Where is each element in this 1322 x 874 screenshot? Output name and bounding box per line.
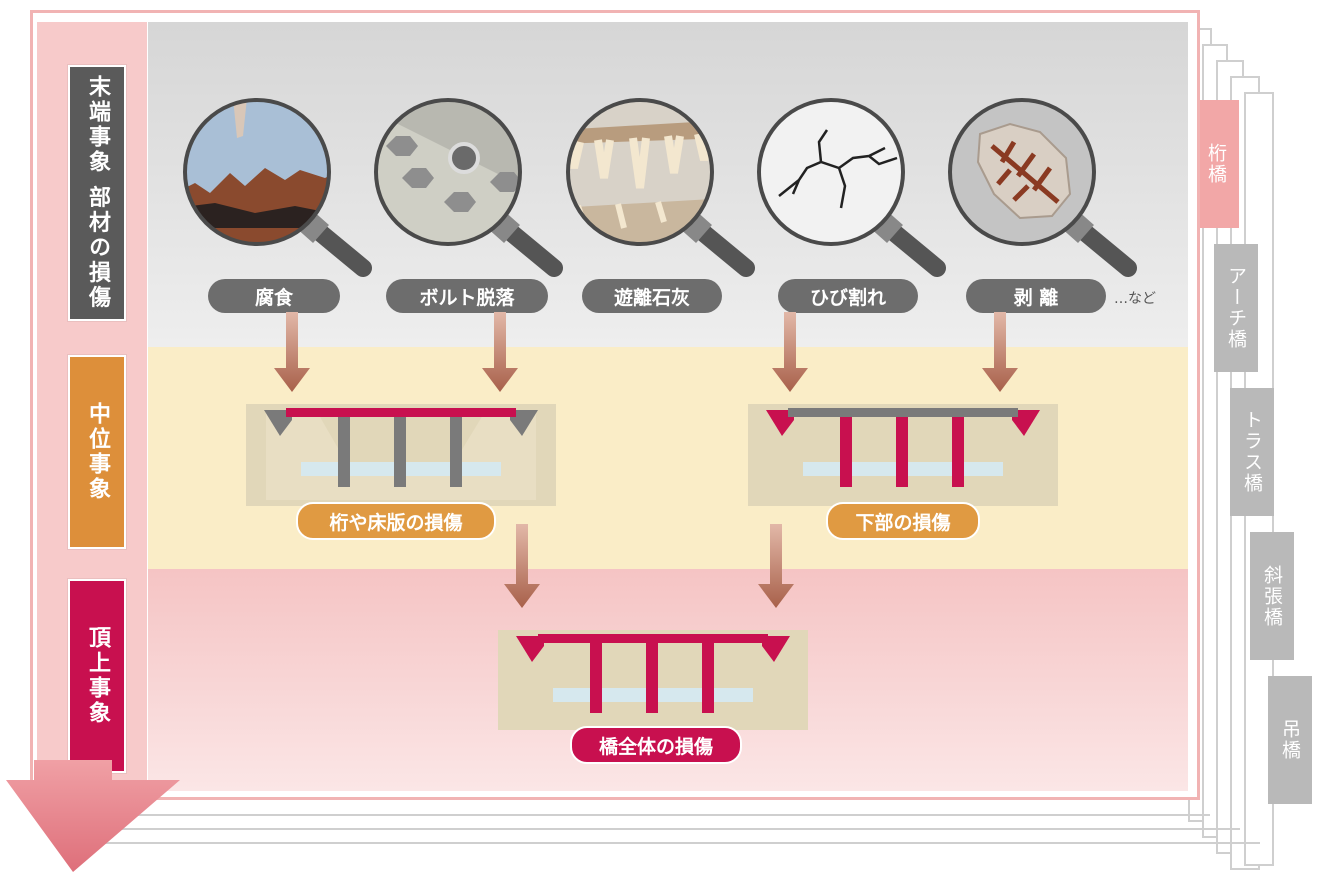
tab-truss-bridge[interactable]: トラス橋 bbox=[1230, 388, 1274, 516]
crack-magnifier-icon bbox=[757, 98, 946, 277]
level-end-events-label: 末端事象 部材の損傷 bbox=[68, 65, 126, 321]
sheet-edge-1 bbox=[60, 800, 1210, 816]
tab-suspension-bridge[interactable]: 吊橋 bbox=[1268, 676, 1312, 804]
sheet-edge-2 bbox=[80, 814, 1240, 830]
tab-cable-stayed-bridge[interactable]: 斜張橋 bbox=[1250, 532, 1294, 660]
corrosion-magnifier-icon bbox=[183, 98, 372, 277]
substructure-damage-icon bbox=[748, 404, 1058, 506]
tab-arch-bridge[interactable]: アーチ橋 bbox=[1214, 244, 1258, 372]
downward-arrow-icon bbox=[6, 760, 180, 872]
damage-efflorescence-label: 遊離石灰 bbox=[582, 279, 722, 313]
sheet-edge-3 bbox=[100, 828, 1260, 844]
top-event-label: 橋全体の損傷 bbox=[570, 726, 742, 764]
spalling-magnifier-icon bbox=[948, 98, 1137, 277]
efflorescence-magnifier-icon bbox=[566, 98, 755, 277]
damage-spalling-label: 剥 離 bbox=[966, 279, 1106, 313]
damage-corrosion-label: 腐食 bbox=[208, 279, 340, 313]
damage-bolt-loss-label: ボルト脱落 bbox=[386, 279, 548, 313]
tab-girder-bridge[interactable]: 桁橋 bbox=[1193, 100, 1239, 228]
superstructure-damage-icon bbox=[246, 404, 556, 506]
mid-event-superstructure-label: 桁や床版の損傷 bbox=[296, 502, 496, 540]
whole-bridge-damage-icon bbox=[498, 630, 808, 730]
mid-event-substructure-label: 下部の損傷 bbox=[826, 502, 980, 540]
etc-label: …など bbox=[1114, 291, 1156, 307]
bolt-loss-magnifier-icon bbox=[374, 98, 563, 277]
damage-crack-label: ひび割れ bbox=[778, 279, 918, 313]
level-top-event-label: 頂上事象 bbox=[68, 579, 126, 773]
level-mid-events-label: 中位事象 bbox=[68, 355, 126, 549]
